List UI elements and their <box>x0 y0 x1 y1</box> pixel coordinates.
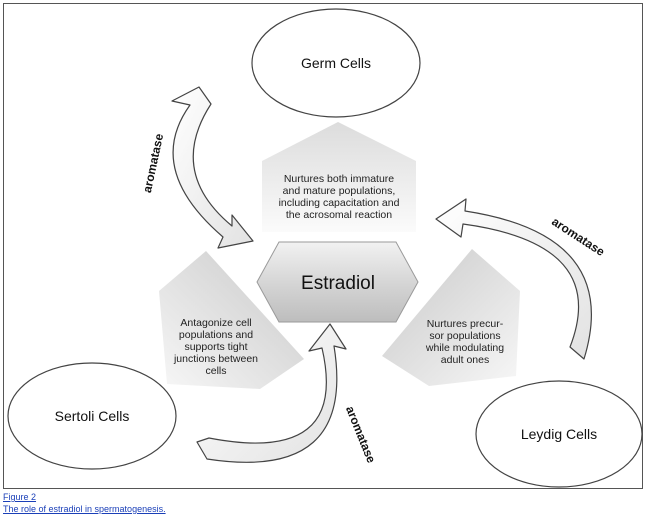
figure-frame: Nurtures both immature and mature popula… <box>3 3 643 489</box>
sertoli-effect-panel: Antagonize cell populations and supports… <box>159 251 304 389</box>
germ-effect-line-1: Nurtures both immature <box>284 173 394 185</box>
sertoli-effect-line-5: cells <box>205 365 226 377</box>
sertoli-to-estradiol-arrow <box>196 323 347 463</box>
sertoli-effect-line-4: junctions between <box>173 353 258 365</box>
germ-effect-line-2: and mature populations, <box>283 185 396 197</box>
estradiol-node: Estradiol <box>256 241 419 323</box>
sertoli-aromatase-label: aromatase <box>343 404 379 465</box>
leydig-cells-node: Leydig Cells <box>475 380 643 488</box>
figure-number-link[interactable]: Figure 2 <box>3 492 37 502</box>
germ-to-estradiol-arrow <box>171 86 254 249</box>
leydig-effect-line-4: adult ones <box>441 354 489 366</box>
germ-cells-label: Germ Cells <box>301 55 371 71</box>
leydig-cells-label: Leydig Cells <box>521 426 597 442</box>
germ-effect-panel: Nurtures both immature and mature popula… <box>262 122 416 232</box>
sertoli-cells-node: Sertoli Cells <box>7 362 177 470</box>
estradiol-diagram: Nurtures both immature and mature popula… <box>7 8 643 488</box>
leydig-effect-panel: Nurtures precur- sor populations while m… <box>382 249 520 386</box>
figure-caption-link[interactable]: The role of estradiol in spermatogenesis… <box>3 504 166 514</box>
germ-cells-node: Germ Cells <box>251 8 421 118</box>
germ-effect-line-4: the acrosomal reaction <box>286 209 392 221</box>
leydig-effect-line-2: sor populations <box>429 330 500 342</box>
leydig-effect-line-1: Nurtures precur- <box>427 318 504 330</box>
sertoli-effect-line-2: populations and <box>179 329 253 341</box>
sertoli-cells-label: Sertoli Cells <box>55 408 130 424</box>
germ-aromatase-label: aromatase <box>140 132 166 194</box>
germ-effect-line-3: including capacitation and <box>279 197 400 209</box>
sertoli-effect-line-3: supports tight <box>184 341 247 353</box>
sertoli-effect-line-1: Antagonize cell <box>180 317 251 329</box>
estradiol-label: Estradiol <box>301 273 375 294</box>
leydig-to-estradiol-arrow <box>435 198 592 360</box>
leydig-effect-line-3: while modulating <box>425 342 504 354</box>
